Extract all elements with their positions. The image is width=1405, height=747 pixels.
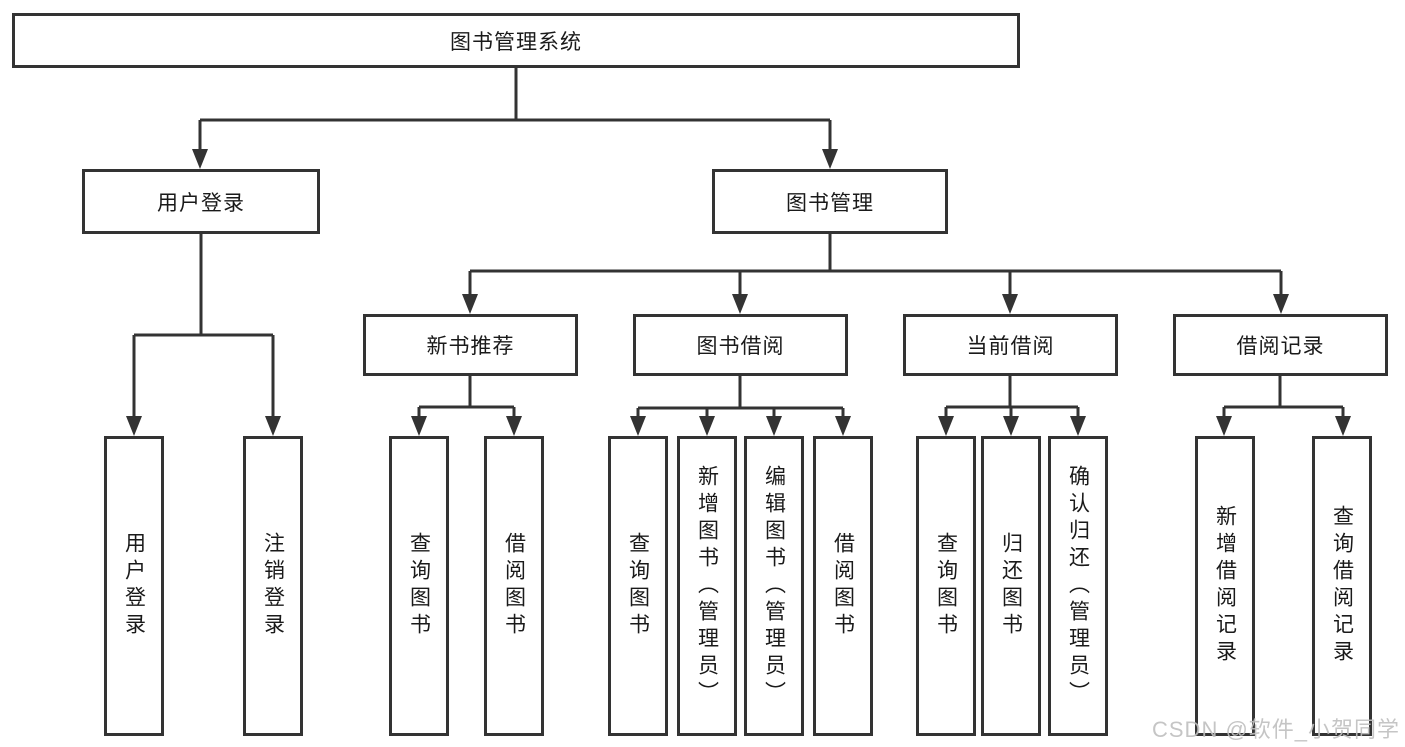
leaf-label: 确认归还（管理员） [1066, 464, 1090, 708]
leaf-borrow-books: 借阅图书 [484, 436, 544, 736]
leaf-label: 查询图书 [407, 532, 431, 640]
node-borrow-records: 借阅记录 [1173, 314, 1388, 376]
node-current-borrow: 当前借阅 [903, 314, 1118, 376]
leaf-label: 借阅图书 [831, 532, 855, 640]
leaf-label: 用户登录 [122, 532, 146, 640]
leaf-logout-login: 注销登录 [243, 436, 303, 736]
leaf-user-login: 用户登录 [104, 436, 164, 736]
leaf-query-books: 查询图书 [916, 436, 976, 736]
leaf-query-books: 查询图书 [608, 436, 668, 736]
watermark: CSDN @软件_小贺同学 [1152, 717, 1401, 742]
leaf-label: 注销登录 [261, 532, 285, 640]
node-user-login: 用户登录 [82, 169, 320, 234]
leaf-query-books: 查询图书 [389, 436, 449, 736]
leaf-edit-book-admin: 编辑图书（管理员） [744, 436, 804, 736]
leaf-label: 查询借阅记录 [1330, 505, 1354, 667]
leaf-query-borrow-record: 查询借阅记录 [1312, 436, 1372, 736]
node-book-borrow: 图书借阅 [633, 314, 848, 376]
node-book-management: 图书管理 [712, 169, 948, 234]
leaf-label: 归还图书 [999, 532, 1023, 640]
leaf-add-book-admin: 新增图书（管理员） [677, 436, 737, 736]
leaf-label: 新增图书（管理员） [695, 464, 719, 708]
leaf-add-borrow-record: 新增借阅记录 [1195, 436, 1255, 736]
leaf-label: 新增借阅记录 [1213, 505, 1237, 667]
leaf-label: 查询图书 [934, 532, 958, 640]
leaf-confirm-return-admin: 确认归还（管理员） [1048, 436, 1108, 736]
leaf-return-books: 归还图书 [981, 436, 1041, 736]
node-new-book-recommend: 新书推荐 [363, 314, 578, 376]
leaf-label: 编辑图书（管理员） [762, 464, 786, 708]
leaf-borrow-books: 借阅图书 [813, 436, 873, 736]
node-library-system: 图书管理系统 [12, 13, 1020, 68]
leaf-label: 借阅图书 [502, 532, 526, 640]
leaf-label: 查询图书 [626, 532, 650, 640]
